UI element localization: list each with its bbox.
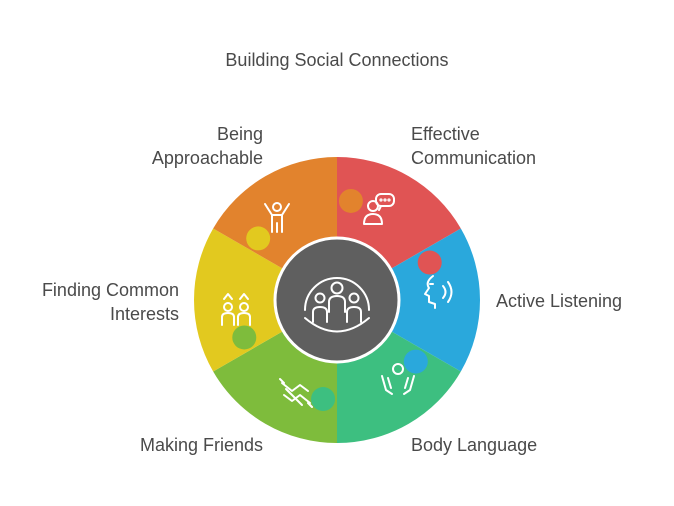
label-effective-communication: Effective Communication [411, 122, 536, 170]
knobs-layer [232, 188, 442, 412]
puzzle-knob-body-language [232, 325, 257, 350]
handshake-icon [279, 378, 313, 408]
puzzle-knob-effective-communication [403, 349, 428, 374]
label-body-language: Body Language [411, 433, 537, 457]
label-line: Body Language [411, 435, 538, 455]
label-line: Communication [411, 148, 537, 168]
puzzle-knob-making-friends [246, 226, 271, 251]
center-disc [273, 236, 401, 364]
label-making-friends: Making Friends [140, 433, 263, 457]
segment-being-approachable [337, 157, 461, 271]
label-line: Being [216, 124, 263, 144]
segments-layer [194, 157, 480, 443]
label-line: Finding Common [41, 280, 179, 300]
label-finding-common-interests: Finding Common Interests [42, 278, 179, 326]
label-line: Interests [109, 304, 179, 324]
label-being-approachable: Being Approachable [152, 122, 263, 170]
puzzle-knob-active-listening [311, 387, 336, 412]
listening-face-icon [424, 275, 453, 309]
segment-effective-communication [387, 228, 480, 372]
gesturing-hands-icon [381, 363, 415, 395]
segment-making-friends [194, 228, 287, 372]
label-line: Approachable [151, 148, 263, 168]
puzzle-knob-finding-common-interests [338, 188, 363, 213]
puzzle-knob-being-approachable [417, 250, 442, 275]
label-active-listening: Active Listening [496, 289, 622, 313]
speech-bubble-person-icon [363, 193, 395, 225]
diagram-title: Building Social Connections [225, 50, 449, 70]
group-people-icon [304, 277, 370, 333]
two-people-icon [221, 293, 251, 326]
segment-active-listening [337, 329, 461, 443]
person-arms-raised-icon [264, 202, 290, 233]
segment-body-language [213, 329, 337, 443]
label-line: Active Listening [496, 291, 623, 311]
label-line: Effective [411, 124, 480, 144]
label-line: Making Friends [139, 435, 263, 455]
